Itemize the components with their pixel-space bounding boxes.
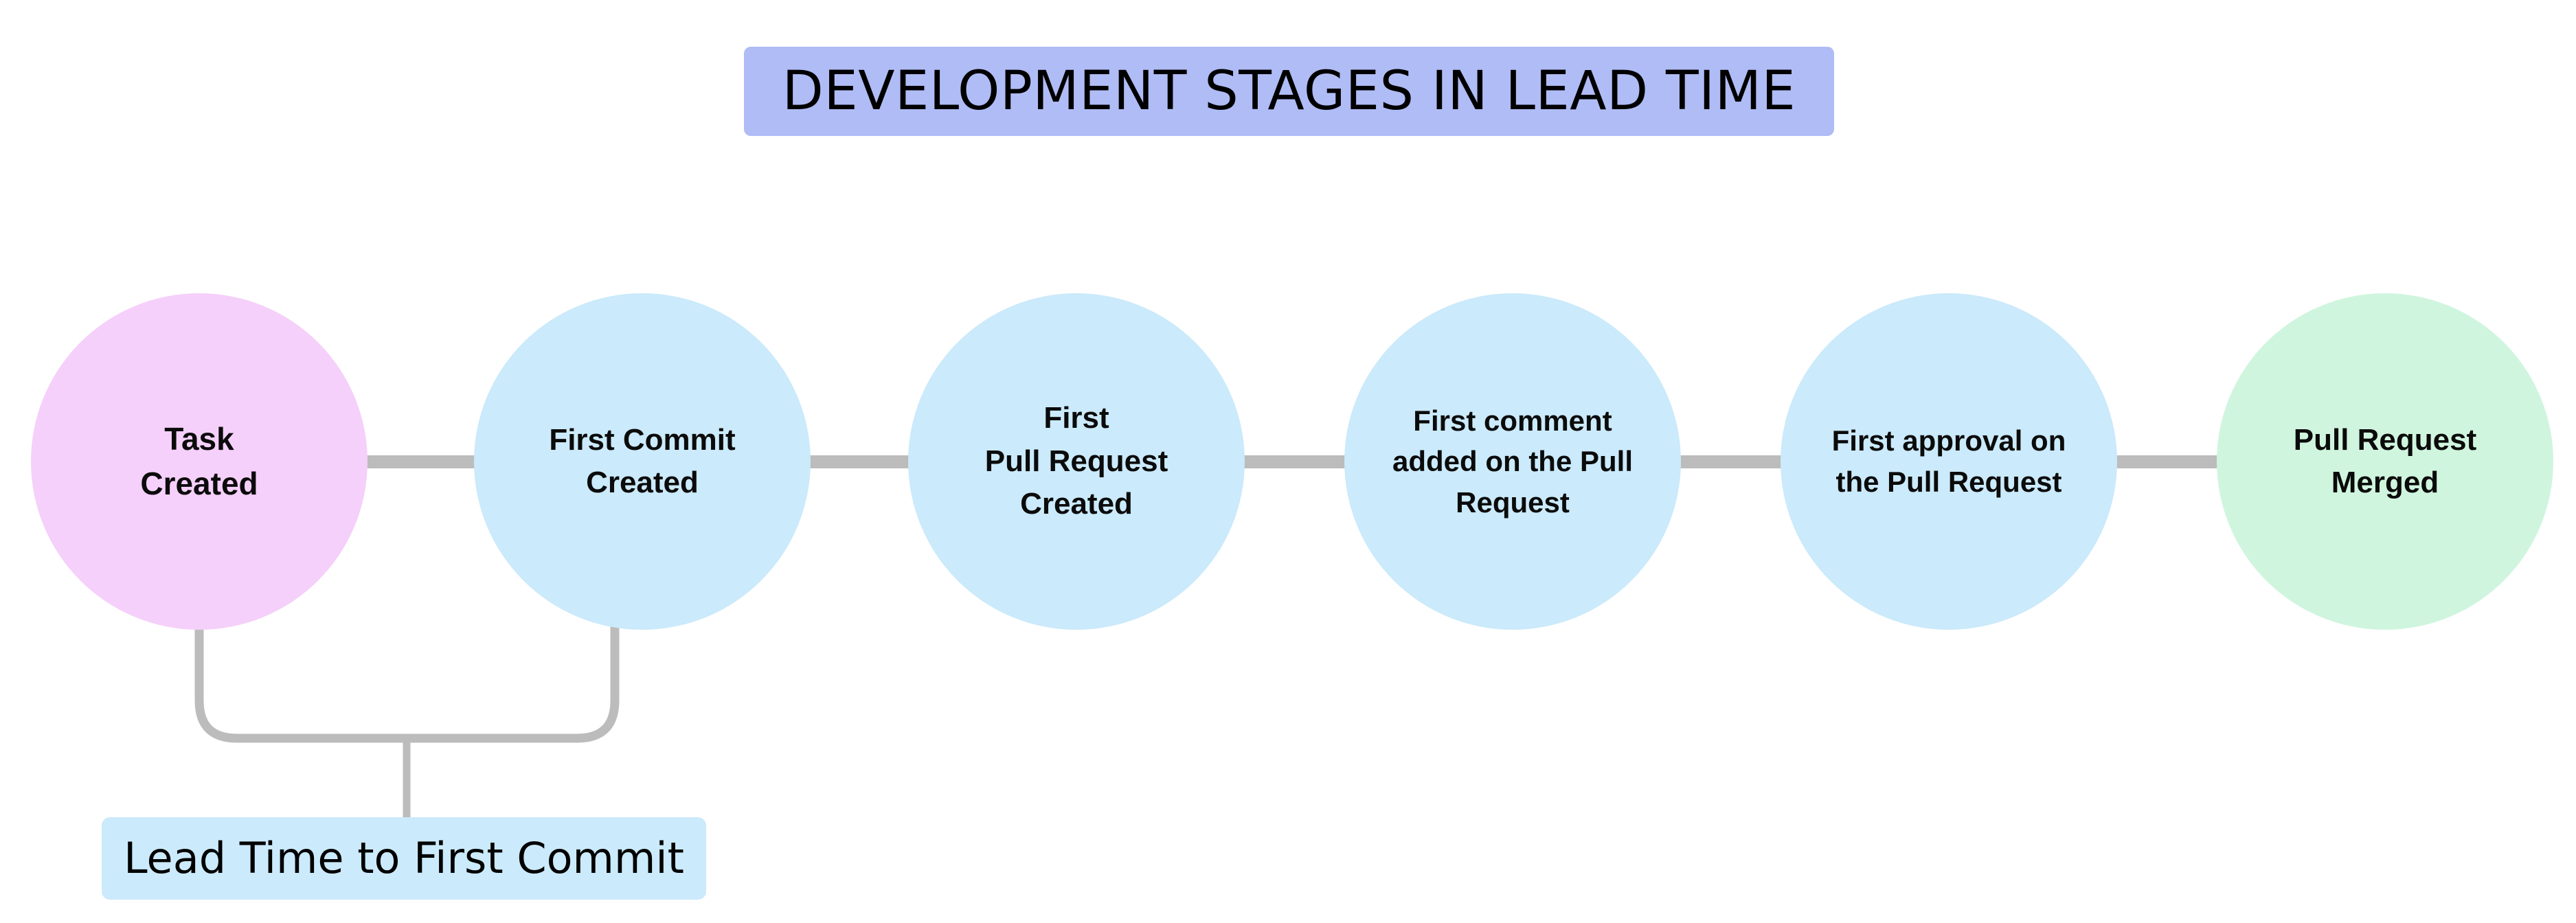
diagram-title-banner: DEVELOPMENT STAGES IN LEAD TIME <box>744 47 1834 136</box>
stage-node-first-commit-created[interactable]: First Commit Created <box>474 293 811 630</box>
stage-label-pull-request-merged: Pull Request Merged <box>2293 422 2477 499</box>
connector-pull-request-to-comment <box>1241 455 1349 468</box>
stage-label-first-approval-on-pull-request: First approval on the Pull Request <box>1831 424 2066 498</box>
stage-label-first-pull-request-created: First Pull Request Created <box>984 401 1168 521</box>
annotation-lead-time-to-first-commit[interactable]: Lead Time to First Commit <box>102 817 706 900</box>
lead-time-bracket <box>194 618 620 819</box>
stage-node-first-approval-on-pull-request[interactable]: First approval on the Pull Request <box>1781 293 2117 630</box>
stage-label-first-commit-created: First Commit Created <box>549 422 736 499</box>
stage-label-first-comment-on-pull-request: First comment added on the Pull Request <box>1392 404 1633 519</box>
stage-node-first-comment-on-pull-request[interactable]: First comment added on the Pull Request <box>1344 293 1681 630</box>
connector-task-to-commit <box>363 455 477 468</box>
annotation-label-text: Lead Time to First Commit <box>124 833 684 883</box>
stage-node-pull-request-merged[interactable]: Pull Request Merged <box>2217 293 2553 630</box>
stage-node-first-pull-request-created[interactable]: First Pull Request Created <box>908 293 1245 630</box>
stage-label-task-created: Task Created <box>140 420 258 501</box>
connector-commit-to-pull-request <box>805 455 912 468</box>
page-title: DEVELOPMENT STAGES IN LEAD TIME <box>782 60 1796 122</box>
bracket-path <box>194 618 620 743</box>
stage-node-task-created[interactable]: Task Created <box>31 293 368 630</box>
connector-comment-to-approval <box>1676 455 1786 468</box>
connector-approval-to-merged <box>2112 455 2222 468</box>
